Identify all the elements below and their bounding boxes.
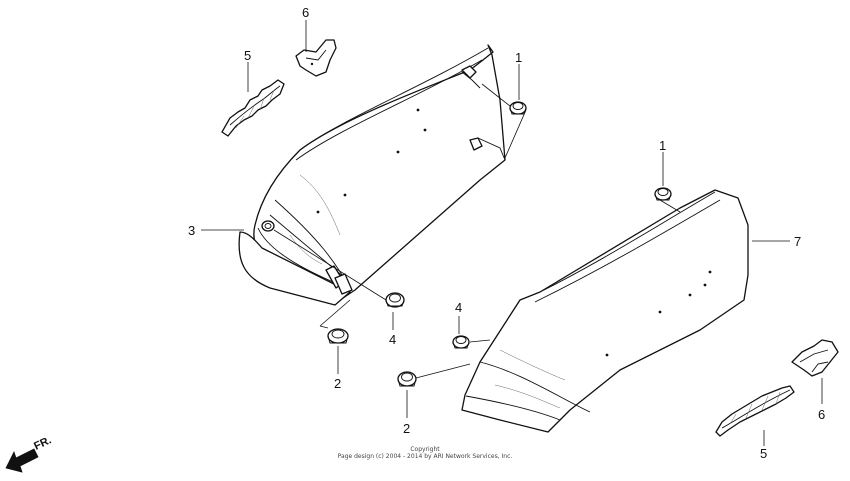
grommet-1-left[interactable] — [509, 101, 527, 115]
callout-6-left: 6 — [302, 5, 309, 20]
callout-labels: 6 5 1 1 3 7 4 4 2 2 6 5 — [188, 5, 825, 461]
bracket-6-right[interactable] — [791, 339, 839, 377]
leader-lines — [201, 20, 823, 446]
callout-2-left: 2 — [334, 376, 341, 391]
callout-1-right: 1 — [659, 138, 666, 153]
arrow-left-icon — [5, 448, 39, 473]
grommet-2-left[interactable] — [327, 328, 349, 344]
callout-5-right: 5 — [760, 446, 767, 461]
callout-3: 3 — [188, 223, 195, 238]
grommet-2-right[interactable] — [397, 371, 417, 387]
callout-6-right: 6 — [818, 407, 825, 422]
emblem-5-right[interactable] — [715, 385, 795, 437]
right-side-cover[interactable] — [461, 189, 749, 433]
bracket-6-left[interactable] — [295, 39, 337, 77]
front-direction-indicator: FR. — [5, 434, 53, 473]
left-side-cover[interactable] — [238, 44, 506, 306]
emblem-5-left[interactable] — [221, 79, 285, 137]
callout-4-left: 4 — [389, 332, 396, 347]
callout-2-right: 2 — [403, 421, 410, 436]
callout-4-right: 4 — [455, 300, 462, 315]
callout-5-left: 5 — [244, 48, 251, 63]
copyright-notice: Copyright Page design (c) 2004 - 2014 by… — [338, 446, 513, 460]
grommet-4-right[interactable] — [452, 335, 470, 349]
callout-7: 7 — [794, 234, 801, 249]
grommet-1-right[interactable] — [654, 187, 672, 201]
copyright-line-1: Copyright — [410, 446, 440, 453]
grommet-4-left[interactable] — [385, 292, 405, 308]
callout-1-left: 1 — [515, 50, 522, 65]
direction-label: FR. — [32, 434, 53, 452]
copyright-line-2: Page design (c) 2004 - 2014 by ARI Netwo… — [338, 453, 513, 460]
